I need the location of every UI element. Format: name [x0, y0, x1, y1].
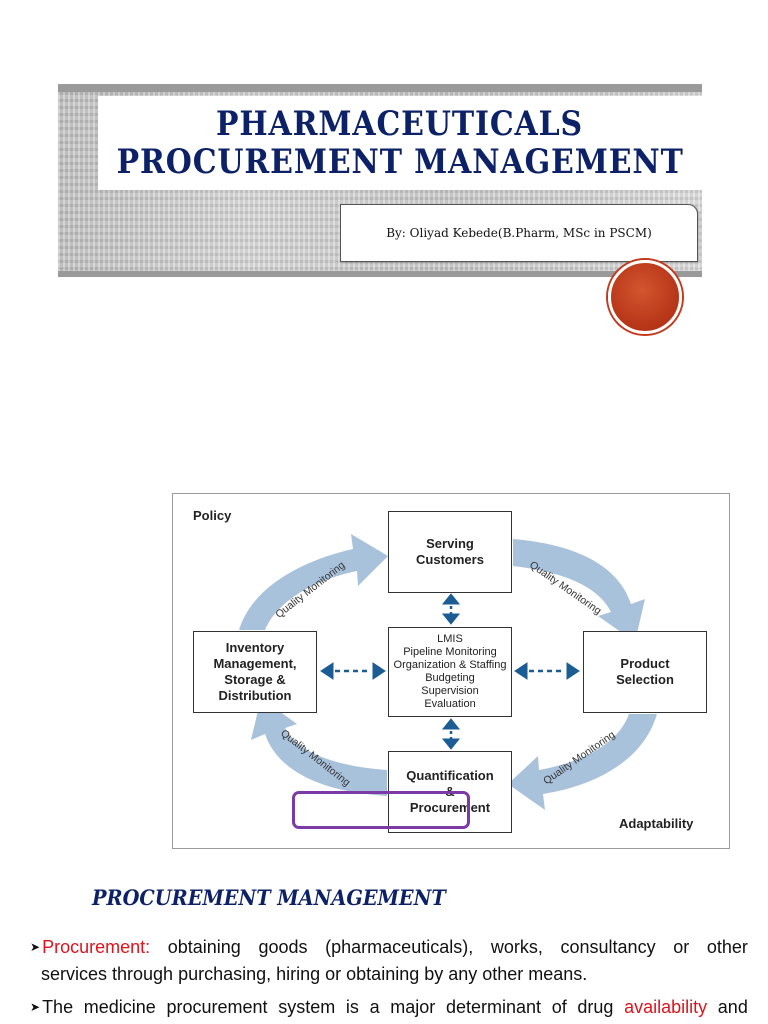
decorative-circle-icon	[608, 260, 682, 334]
author-box: By: Oliyad Kebede(B.Pharm, MSc in PSCM)	[340, 204, 698, 262]
box-line: Budgeting	[425, 672, 475, 684]
word: other	[706, 937, 748, 957]
box-line: Quantification	[406, 768, 494, 783]
bullet-line: ➤Procurement: obtaining goods (pharmaceu…	[30, 935, 748, 962]
box-line: Serving	[426, 536, 474, 551]
title-line-1: PHARMACEUTICALS	[216, 104, 584, 144]
arrow-bullet-icon: ➤	[30, 1000, 41, 1014]
box-line: LMIS	[437, 633, 463, 645]
word: system	[278, 997, 336, 1017]
box-line: Distribution	[218, 688, 292, 703]
cycle-arrow-bottom-left	[251, 698, 387, 796]
banner-top-stripe	[58, 84, 702, 92]
title-banner: PHARMACEUTICALS PROCUREMENT MANAGEMENT B…	[58, 84, 702, 277]
bullet-term-wrap: ➤Procurement:	[30, 935, 150, 962]
arrow-bullet-icon: ➤	[30, 940, 41, 954]
word: The	[42, 997, 74, 1017]
bullet-procurement: ➤Procurement: obtaining goods (pharmaceu…	[30, 935, 748, 987]
box-line: Evaluation	[424, 698, 476, 710]
box-line: Inventory	[225, 640, 285, 655]
word: a	[369, 997, 380, 1017]
policy-label: Policy	[193, 508, 232, 523]
box-line: Supervision	[421, 685, 479, 697]
title-line-2: PROCUREMENT MANAGEMENT	[116, 142, 684, 182]
box-line: Organization & Staffing	[393, 659, 507, 671]
box-line: Storage &	[224, 672, 286, 687]
word: goods	[258, 937, 308, 957]
bullet-availability: ➤The medicine procurement system is a ma…	[30, 995, 748, 1022]
cycle-arrow-bottom-right	[508, 714, 657, 810]
lmis-center-box: LMIS Pipeline Monitoring Organization & …	[388, 627, 512, 717]
section-heading: PROCUREMENT MANAGEMENT	[92, 885, 446, 910]
word: works,	[490, 937, 543, 957]
cycle-arrow-top-left	[239, 534, 388, 630]
title-box: PHARMACEUTICALS PROCUREMENT MANAGEMENT	[98, 96, 702, 190]
word: drug	[577, 997, 614, 1017]
box-line: Procurement	[409, 800, 491, 815]
word: of	[551, 997, 567, 1017]
word: medicine	[83, 997, 156, 1017]
bullet-line: ➤The medicine procurement system is a ma…	[30, 995, 748, 1022]
box-line: Product	[620, 656, 670, 671]
highlight-rectangle	[292, 791, 470, 829]
bullet-line: services through purchasing, hiring or o…	[41, 964, 588, 984]
author-text: By: Oliyad Kebede(B.Pharm, MSc in PSCM)	[386, 226, 652, 240]
word: is	[345, 997, 359, 1017]
inventory-management-box: Inventory Management, Storage & Distribu…	[193, 631, 317, 713]
word: (pharmaceuticals),	[325, 937, 474, 957]
word: or	[673, 937, 690, 957]
box-line: Customers	[416, 552, 484, 567]
first-word-wrap: ➤The	[30, 995, 73, 1022]
serving-customers-box: Serving Customers	[388, 511, 512, 593]
word: procurement	[166, 997, 268, 1017]
dashed-connectors	[320, 593, 580, 750]
bullet-term: Procurement:	[42, 937, 151, 957]
cycle-arrows	[239, 534, 657, 810]
word: obtaining	[167, 937, 241, 957]
box-line: Pipeline Monitoring	[403, 646, 497, 658]
word: and	[717, 997, 748, 1017]
product-selection-box: Product Selection	[583, 631, 707, 713]
banner-bottom-stripe	[58, 271, 702, 277]
box-line: Management,	[213, 656, 297, 671]
word: major	[390, 997, 436, 1017]
procurement-cycle-diagram: Policy Adaptability Quality Monitoring Q…	[172, 493, 730, 849]
cycle-arrow-top-right	[513, 539, 645, 642]
word: consultancy	[560, 937, 656, 957]
availability-word: availability	[624, 997, 708, 1017]
word: determinant	[445, 997, 542, 1017]
adaptability-label: Adaptability	[619, 816, 694, 831]
box-line: Selection	[616, 672, 674, 687]
